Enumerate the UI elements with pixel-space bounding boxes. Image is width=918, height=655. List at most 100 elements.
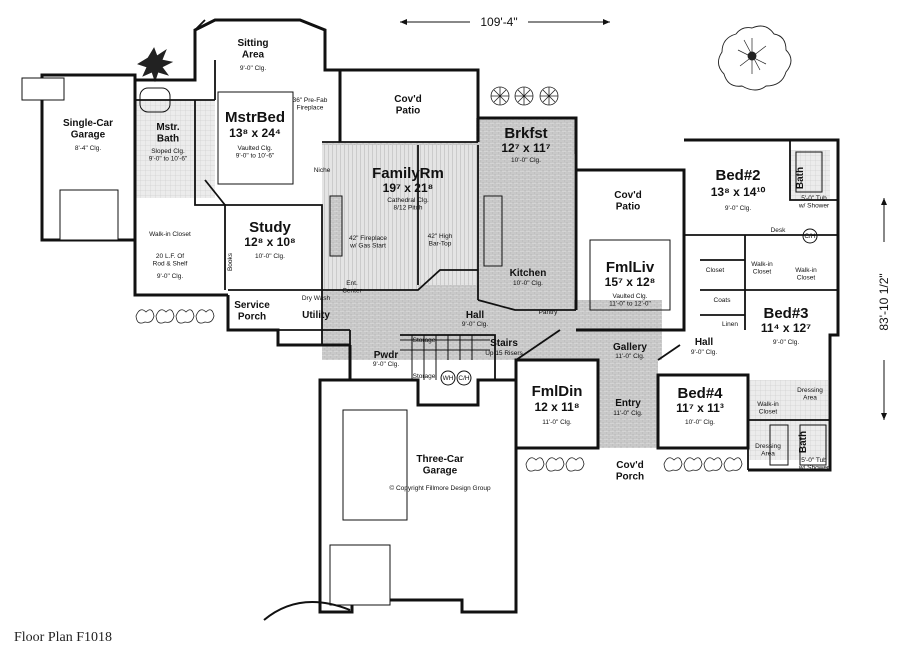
storage-label-b: Storage bbox=[413, 373, 436, 380]
bath2-label: Bath bbox=[795, 167, 806, 189]
text-line: Garage bbox=[71, 130, 106, 141]
text-line: Dressing bbox=[797, 387, 823, 394]
text-line: Mstr. bbox=[156, 122, 180, 133]
text-line: Cathedral Clg. bbox=[387, 197, 429, 204]
text-line: 5'-0" Tub bbox=[801, 457, 827, 464]
fmldin-label: FmlDin bbox=[532, 383, 583, 400]
linen-label: Linen bbox=[722, 321, 738, 328]
text-line: Porch bbox=[616, 472, 644, 483]
familyrm-label: FamilyRm bbox=[372, 165, 444, 182]
brkfst-size: 12⁷ x 11⁷ bbox=[501, 141, 550, 155]
copyright-note: © Copyright Fillmore Design Group bbox=[389, 484, 491, 492]
bed4-size: 11⁷ x 11³ bbox=[676, 401, 724, 415]
bed2-note: 9'-0" Clg. bbox=[725, 205, 752, 212]
text-line: 8/12 Pitch bbox=[394, 204, 423, 211]
mstrbed-note: Vaulted Clg.9'-0" to 10'-6" bbox=[236, 145, 275, 159]
text-line: Single-Car bbox=[63, 118, 113, 129]
text-line: Walk-in bbox=[757, 401, 779, 408]
text-line: Sitting bbox=[237, 38, 268, 49]
walkin-master-label: Walk-in Closet bbox=[149, 231, 191, 238]
mstrbed-label: MstrBed bbox=[225, 109, 285, 126]
entry-note: 11'-0" Clg. bbox=[613, 410, 643, 417]
text-line: Porch bbox=[238, 312, 266, 323]
text-line: Area bbox=[761, 450, 775, 457]
text-line: Dressing bbox=[755, 443, 781, 450]
fmlliv-size: 15⁷ x 12⁸ bbox=[605, 275, 656, 289]
text-line: Fireplace bbox=[297, 104, 324, 111]
kitchen-label: Kitchen bbox=[510, 268, 547, 279]
text-line: 8'-4" Clg. bbox=[75, 145, 102, 152]
text-line: Cov'd bbox=[616, 460, 643, 471]
study-note: 10'-0" Clg. bbox=[255, 253, 285, 260]
text-line: Ent. bbox=[346, 280, 358, 287]
text-line: Garage bbox=[423, 466, 458, 477]
brkfst-note: 10'-0" Clg. bbox=[511, 157, 541, 164]
text-line: Closet bbox=[759, 408, 778, 415]
text-line: Three-Car bbox=[416, 454, 463, 465]
desk-label: Desk bbox=[771, 227, 787, 234]
text-line: Vaulted Clg. bbox=[613, 293, 648, 300]
text-line: 9'-0" to 10'-6" bbox=[149, 155, 188, 162]
shrub-icons bbox=[137, 47, 559, 106]
single-garage-note: 8'-4" Clg. bbox=[75, 145, 102, 152]
text-line: w/ Shower bbox=[798, 464, 830, 471]
svg-text:109'-4": 109'-4" bbox=[480, 15, 517, 29]
bed2-size: 13⁸ x 14¹⁰ bbox=[711, 185, 766, 199]
front-shrubs bbox=[135, 309, 743, 472]
utility-label: Utility bbox=[302, 310, 330, 321]
fixtures bbox=[21, 77, 827, 621]
mstr-bath-label: Mstr.Bath bbox=[156, 122, 180, 145]
walkin-master-clg: 9'-0" Clg. bbox=[157, 273, 184, 280]
text-line: w/ Gas Start bbox=[349, 242, 386, 249]
bed4-note: 10'-0" Clg. bbox=[685, 419, 715, 426]
gallery-note: 11'-0" Clg. bbox=[615, 353, 645, 360]
bed4-label: Bed#4 bbox=[677, 385, 723, 402]
hall-center-label: Hall bbox=[466, 310, 485, 321]
hall-center-note: 9'-0" Clg. bbox=[462, 321, 489, 328]
hall-right-note: 9'-0" Clg. bbox=[691, 349, 718, 356]
bed3-note: 9'-0" Clg. bbox=[773, 339, 800, 346]
mstrbed-size: 13⁸ x 24⁴ bbox=[229, 126, 281, 140]
text-line: Bar-Top bbox=[429, 240, 452, 247]
fmlliv-label: FmlLiv bbox=[606, 259, 655, 276]
sitting-area-note: 9'-0" Clg. bbox=[240, 65, 267, 72]
text-line: Service bbox=[234, 300, 270, 311]
stairs-label: Stairs bbox=[490, 338, 518, 349]
text-line: 5'-0" Tub bbox=[801, 195, 827, 202]
bed3-size: 11⁴ x 12⁷ bbox=[761, 321, 811, 335]
depth-dimension: 83'-10 1/2" bbox=[877, 198, 891, 420]
text-line: 20 L.F. Of bbox=[156, 253, 184, 260]
text-line: Patio bbox=[616, 202, 640, 213]
text-line: Sloped Clg. bbox=[151, 148, 185, 155]
text-line: Rod & Shelf bbox=[153, 260, 188, 267]
width-dimension: 109'-4" bbox=[400, 15, 610, 29]
ent-center-note: Ent.Center bbox=[342, 280, 362, 294]
text-line: w/ Shower bbox=[798, 202, 830, 209]
bed2-label: Bed#2 bbox=[715, 167, 760, 184]
text-line: Cov'd bbox=[394, 94, 421, 105]
text-line: Walk-in bbox=[795, 267, 817, 274]
study-label: Study bbox=[249, 219, 291, 236]
bed3-label: Bed#3 bbox=[763, 305, 808, 322]
storage-label-a: Storage bbox=[413, 337, 436, 344]
text-line: Patio bbox=[396, 106, 420, 117]
text-line: Closet bbox=[797, 274, 816, 281]
text-line: Center bbox=[342, 287, 362, 294]
text-line: 42" Fireplace bbox=[349, 235, 387, 242]
text-line: Area bbox=[242, 50, 265, 61]
kitchen-note: 10'-0" Clg. bbox=[513, 280, 543, 287]
